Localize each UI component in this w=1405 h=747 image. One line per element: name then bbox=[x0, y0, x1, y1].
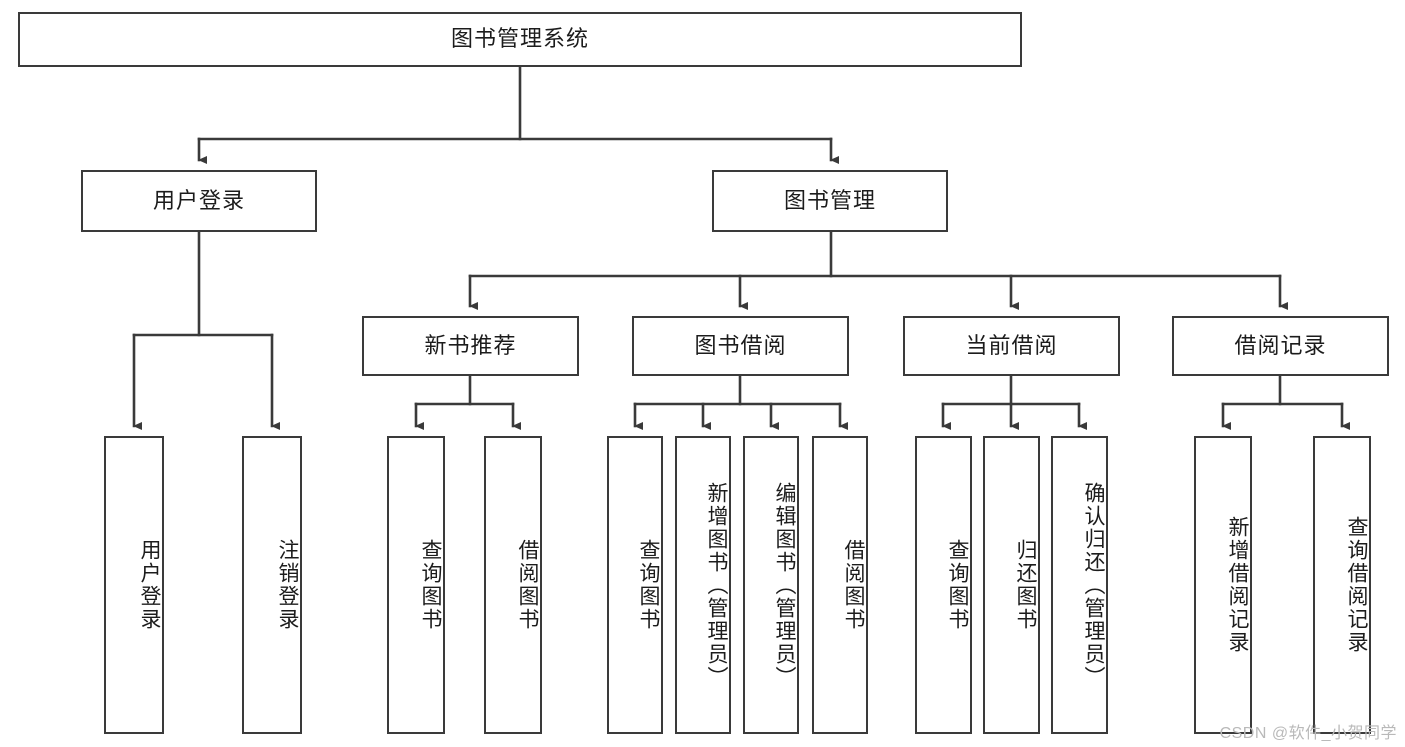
node-leaf-return-book-label: 归还图书 bbox=[1014, 539, 1037, 631]
node-leaf-query-book-1-label: 查询图书 bbox=[419, 539, 442, 631]
node-user-login-label: 用户登录 bbox=[152, 187, 245, 213]
node-leaf-borrow-book-1[interactable]: 借阅图书 bbox=[484, 436, 542, 734]
node-leaf-edit-book-label: 编辑图书（管理员） bbox=[773, 481, 796, 689]
node-leaf-logout-label: 注销登录 bbox=[276, 539, 299, 631]
node-leaf-query-record[interactable]: 查询借阅记录 bbox=[1313, 436, 1371, 734]
node-leaf-add-book[interactable]: 新增图书（管理员） bbox=[675, 436, 731, 734]
node-book-manage[interactable]: 图书管理 bbox=[712, 170, 948, 232]
node-leaf-query-record-label: 查询借阅记录 bbox=[1345, 516, 1368, 654]
node-root-label: 图书管理系统 bbox=[450, 26, 589, 52]
node-current-borrow[interactable]: 当前借阅 bbox=[903, 316, 1120, 376]
node-book-borrow[interactable]: 图书借阅 bbox=[632, 316, 849, 376]
node-leaf-add-record-label: 新增借阅记录 bbox=[1226, 516, 1249, 654]
node-leaf-logout[interactable]: 注销登录 bbox=[242, 436, 302, 734]
node-book-manage-label: 图书管理 bbox=[783, 187, 876, 213]
node-current-borrow-label: 当前借阅 bbox=[965, 332, 1058, 358]
node-leaf-query-book-2-label: 查询图书 bbox=[637, 539, 660, 631]
node-new-book-rec[interactable]: 新书推荐 bbox=[362, 316, 579, 376]
node-leaf-borrow-book-2-label: 借阅图书 bbox=[842, 539, 865, 631]
node-leaf-confirm-return-label: 确认归还（管理员） bbox=[1082, 481, 1105, 689]
node-book-borrow-label: 图书借阅 bbox=[694, 332, 787, 358]
node-leaf-add-book-label: 新增图书（管理员） bbox=[705, 481, 728, 689]
node-leaf-borrow-book-1-label: 借阅图书 bbox=[516, 539, 539, 631]
node-leaf-query-book-1[interactable]: 查询图书 bbox=[387, 436, 445, 734]
node-leaf-edit-book[interactable]: 编辑图书（管理员） bbox=[743, 436, 799, 734]
node-leaf-query-book-3[interactable]: 查询图书 bbox=[915, 436, 972, 734]
node-borrow-record[interactable]: 借阅记录 bbox=[1172, 316, 1389, 376]
node-leaf-user-login[interactable]: 用户登录 bbox=[104, 436, 164, 734]
node-borrow-record-label: 借阅记录 bbox=[1234, 332, 1327, 358]
node-leaf-return-book[interactable]: 归还图书 bbox=[983, 436, 1040, 734]
node-user-login[interactable]: 用户登录 bbox=[81, 170, 317, 232]
node-new-book-rec-label: 新书推荐 bbox=[424, 332, 517, 358]
node-root[interactable]: 图书管理系统 bbox=[18, 12, 1022, 67]
node-leaf-query-book-2[interactable]: 查询图书 bbox=[607, 436, 663, 734]
node-leaf-user-login-label: 用户登录 bbox=[138, 539, 161, 631]
node-leaf-add-record[interactable]: 新增借阅记录 bbox=[1194, 436, 1252, 734]
node-leaf-query-book-3-label: 查询图书 bbox=[946, 539, 969, 631]
node-leaf-borrow-book-2[interactable]: 借阅图书 bbox=[812, 436, 868, 734]
node-leaf-confirm-return[interactable]: 确认归还（管理员） bbox=[1051, 436, 1108, 734]
